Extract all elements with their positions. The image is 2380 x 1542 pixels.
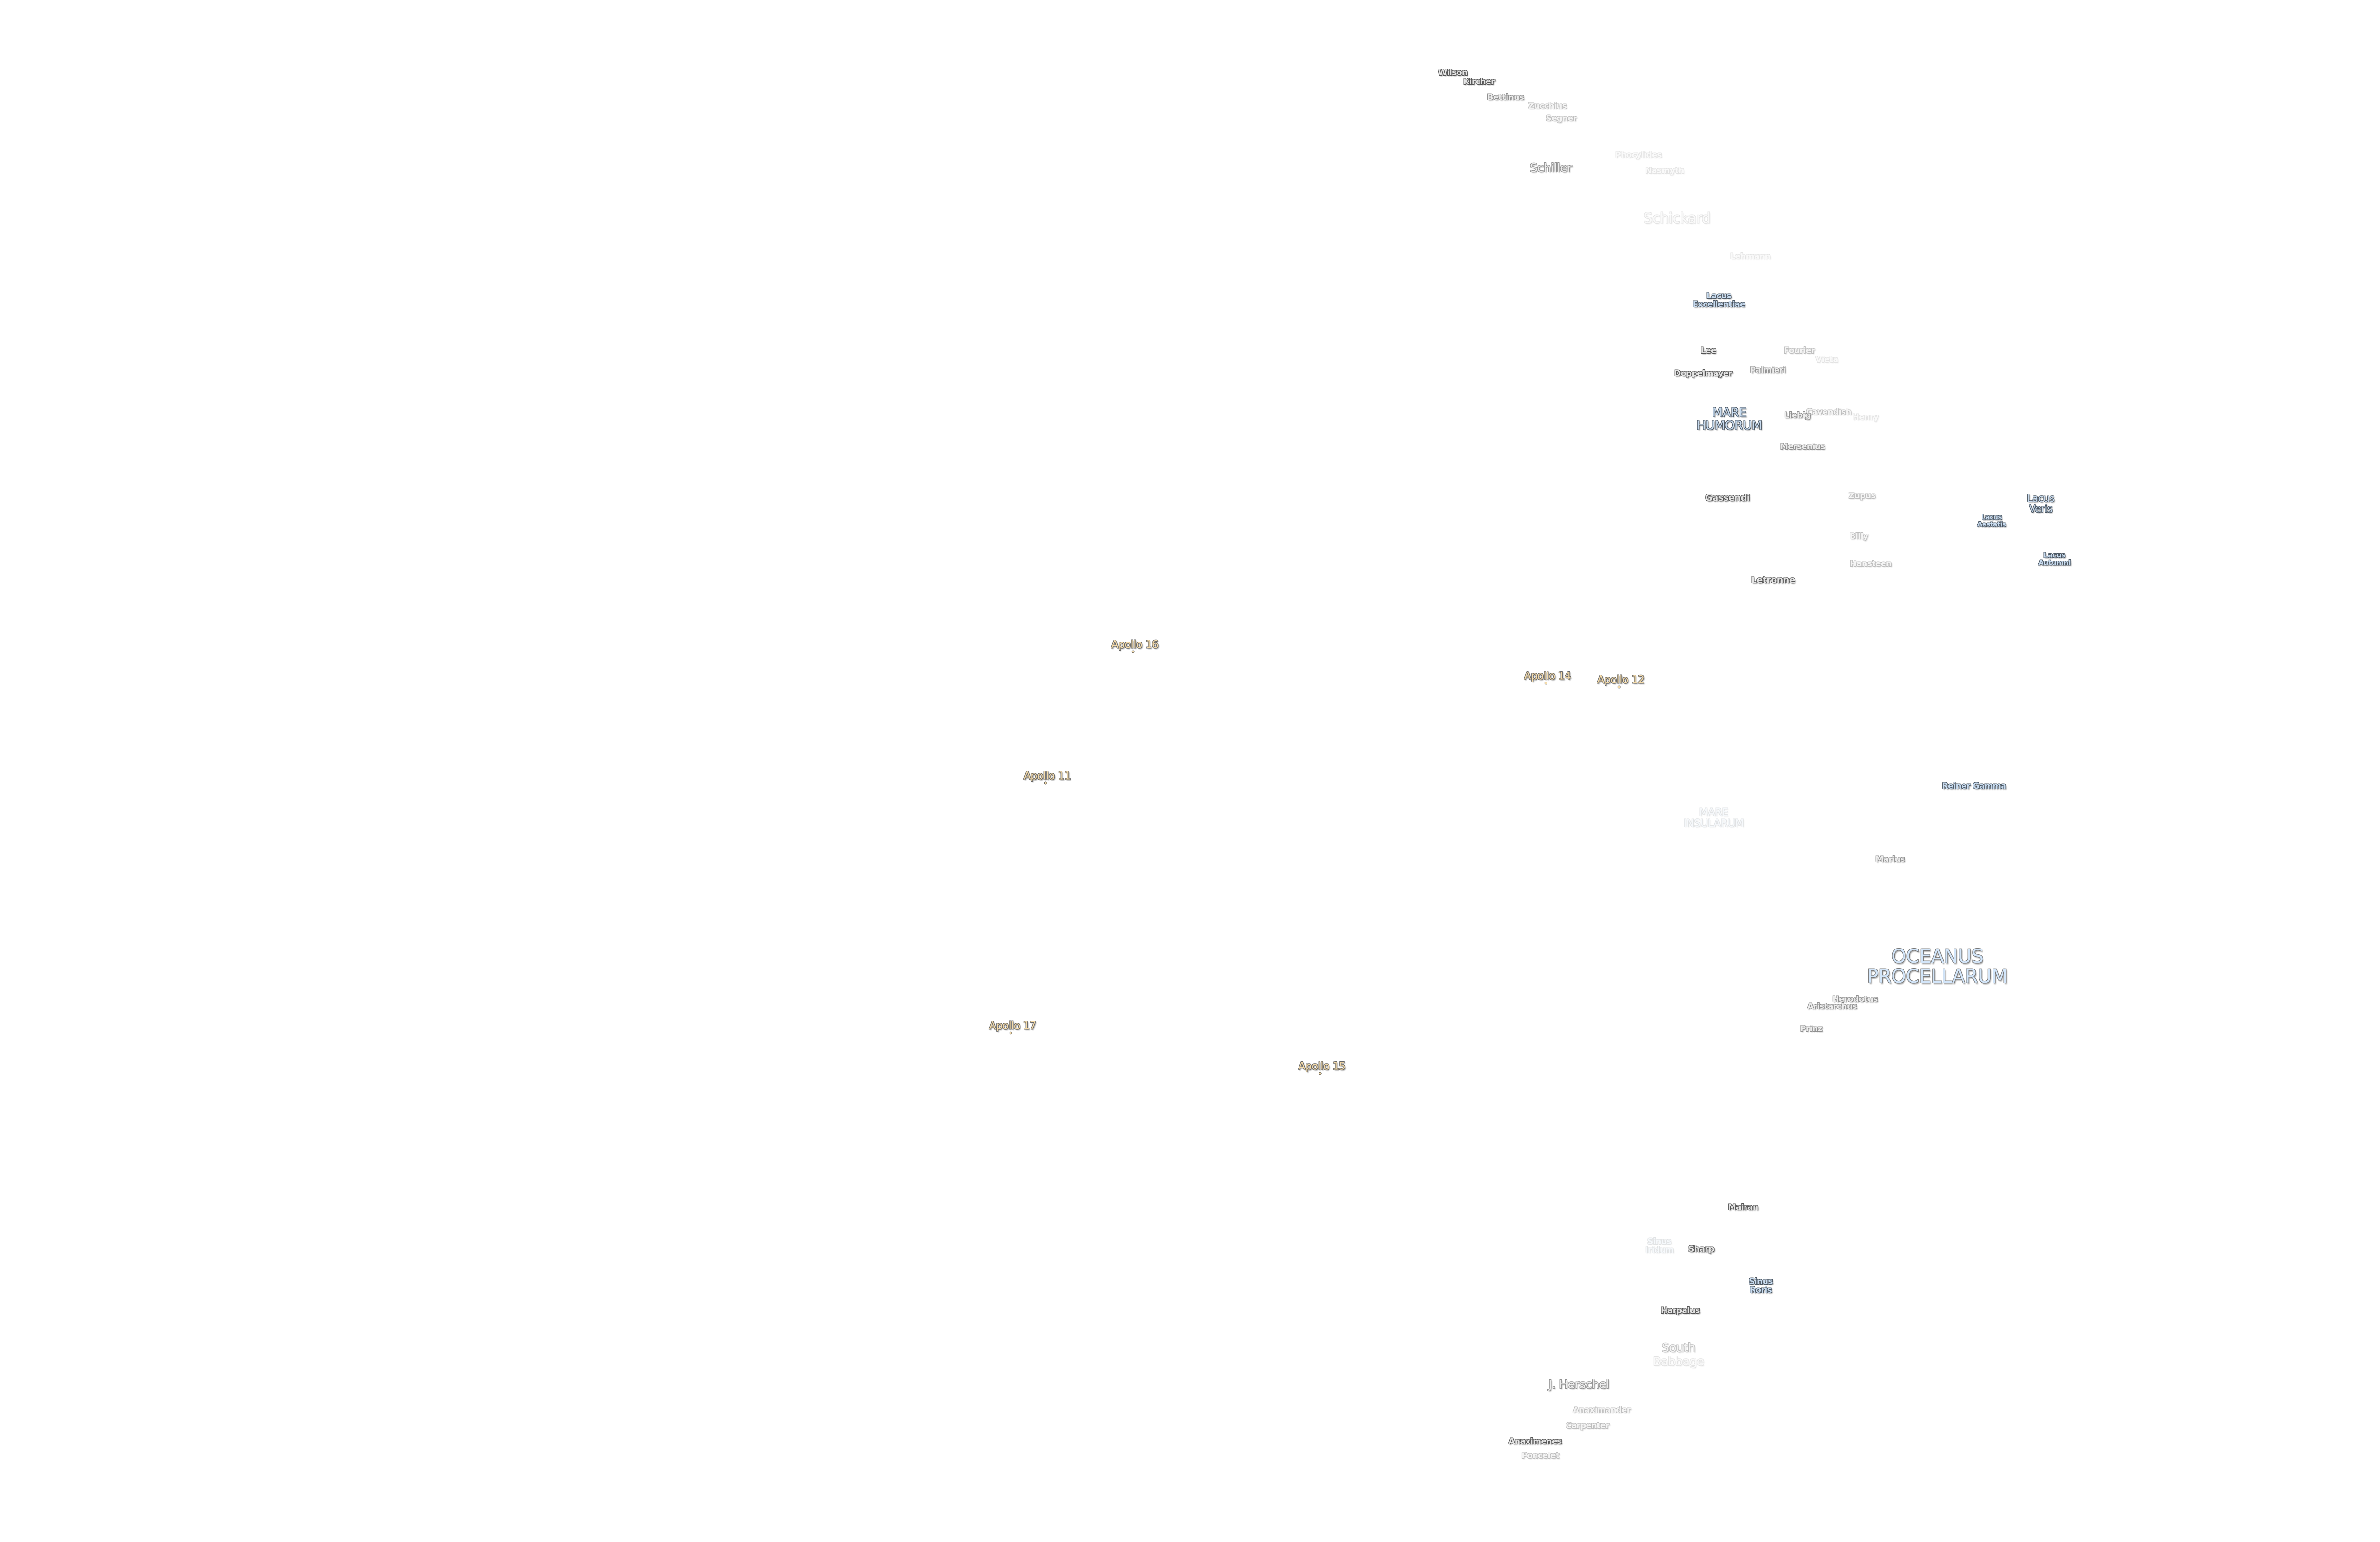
crater-label-babbage[interactable]: Babbage (1653, 1354, 1704, 1368)
crater-label-prinz[interactable]: Prinz (1800, 1024, 1823, 1034)
crater-label-nasmyth[interactable]: Nasmyth (1645, 166, 1684, 176)
mare-label-sinus-iridum[interactable]: Sinus Iridum (1645, 1237, 1674, 1255)
crater-label-cavendish[interactable]: Cavendish (1806, 407, 1852, 417)
mare-label-sinus-roris[interactable]: Sinus Roris (1749, 1277, 1773, 1295)
crater-label-anaximenes[interactable]: Anaximenes (1508, 1437, 1562, 1447)
apollo-site-16[interactable]: Apollo 16 (1111, 639, 1159, 653)
mare-label-mare-humorum[interactable]: MARE HUMORUM (1696, 405, 1762, 433)
crater-label-zupus[interactable]: Zupus (1848, 491, 1876, 501)
crater-label-schiller[interactable]: Schiller (1530, 160, 1572, 175)
crater-label-mairan[interactable]: Mairan (1728, 1203, 1758, 1213)
apollo-label: Apollo 15 (1298, 1060, 1346, 1073)
crater-label-letronne[interactable]: Letronne (1751, 575, 1795, 586)
crater-label-vieta[interactable]: Vieta (1815, 355, 1838, 365)
crater-label-henry[interactable]: Henry (1852, 413, 1879, 423)
apollo-label: Apollo 14 (1524, 670, 1571, 682)
crater-label-marius[interactable]: Marius (1875, 855, 1905, 865)
landing-marker-icon (1618, 685, 1621, 689)
crater-label-lehmann[interactable]: Lehmann (1730, 252, 1771, 262)
crater-label-aristarchus[interactable]: Aristarchus (1807, 1002, 1857, 1012)
mare-label-mare-insularum[interactable]: MARE INSULARUM (1683, 806, 1744, 830)
apollo-site-14[interactable]: Apollo 14 (1524, 670, 1571, 685)
landing-marker-icon (1044, 781, 1047, 785)
crater-label-wilson[interactable]: Wilson (1438, 68, 1468, 78)
crater-label-herodotus[interactable]: Herodotus (1832, 995, 1878, 1005)
crater-label-segner[interactable]: Segner (1546, 114, 1577, 124)
mare-label-lacus-excellentiae[interactable]: Lacus Excellentiae (1692, 291, 1745, 309)
crater-label-sharp[interactable]: Sharp (1688, 1245, 1714, 1255)
crater-label-hansteen[interactable]: Hansteen (1850, 559, 1892, 569)
landing-marker-icon (1132, 650, 1135, 653)
crater-label-gassendi[interactable]: Gassendi (1705, 493, 1750, 504)
crater-label-carpenter[interactable]: Carpenter (1566, 1421, 1609, 1431)
crater-label-south[interactable]: South (1661, 1340, 1696, 1354)
crater-label-lee[interactable]: Lee (1700, 346, 1716, 356)
crater-label-billy[interactable]: Billy (1849, 532, 1868, 542)
apollo-site-11[interactable]: Apollo 11 (1023, 770, 1071, 785)
apollo-site-15[interactable]: Apollo 15 (1298, 1060, 1346, 1075)
landing-marker-icon (1545, 682, 1547, 685)
crater-label-poncelet[interactable]: Poncelet (1521, 1451, 1559, 1461)
mare-label-lacus-veris[interactable]: Lacus Veris (2027, 492, 2054, 514)
crater-label-liebig[interactable]: Liebig (1784, 411, 1811, 421)
crater-label-kircher[interactable]: Kircher (1463, 77, 1495, 87)
crater-label-fourier[interactable]: Fourier (1784, 346, 1815, 356)
mare-label-oceanus-procellarum[interactable]: OCEANUS PROCELLARUM (1867, 946, 2008, 988)
landing-marker-icon (1319, 1072, 1322, 1075)
crater-label-mersenius[interactable]: Mersenius (1780, 442, 1825, 452)
crater-label-phocylides[interactable]: Phocylides (1615, 150, 1662, 160)
crater-label-j-herschel[interactable]: J. Herschel (1548, 1377, 1609, 1391)
apollo-label: Apollo 16 (1111, 639, 1159, 651)
crater-label-schickard[interactable]: Schickard (1643, 210, 1711, 227)
apollo-site-12[interactable]: Apollo 12 (1597, 674, 1645, 689)
crater-label-harpalus[interactable]: Harpalus (1661, 1306, 1700, 1316)
mare-label-reiner-gamma[interactable]: Reiner Gamma (1942, 781, 2006, 791)
apollo-site-17[interactable]: Apollo 17 (989, 1020, 1036, 1035)
mare-label-lacus-autumni[interactable]: Lacus Autumni (2038, 551, 2071, 567)
crater-label-zucchius[interactable]: Zucchius (1528, 101, 1567, 111)
landing-marker-icon (1010, 1031, 1012, 1035)
crater-label-anaximander[interactable]: Anaximander (1573, 1405, 1631, 1415)
apollo-label: Apollo 12 (1597, 674, 1645, 686)
apollo-label: Apollo 17 (989, 1020, 1036, 1032)
crater-label-doppelmayer[interactable]: Doppelmayer (1674, 369, 1732, 379)
mare-label-lacus-aestatis[interactable]: Lacus Aestatis (1977, 514, 2006, 528)
apollo-label: Apollo 11 (1023, 770, 1071, 782)
crater-label-palmieri[interactable]: Palmieri (1750, 366, 1786, 376)
crater-label-bettinus[interactable]: Bettinus (1487, 93, 1524, 103)
